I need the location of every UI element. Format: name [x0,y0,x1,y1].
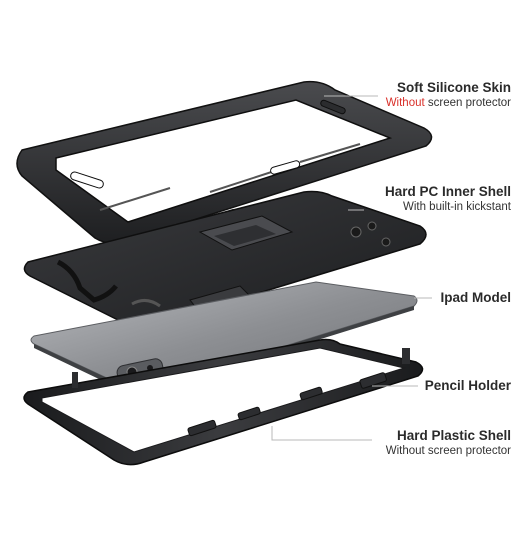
label-hard-pc-inner-shell: Hard PC Inner Shell With built-in kickst… [385,184,511,215]
subtitle-rest: screen protector [424,97,511,109]
label-ipad-model: Ipad Model [441,290,512,306]
leader-lines [271,95,432,441]
pc-inner-shell-layer [23,190,427,329]
plastic-shell-layer [23,338,424,466]
label-hard-plastic-shell: Hard Plastic Shell Without screen protec… [386,428,511,459]
label-name: Hard PC Inner Shell [384,184,511,199]
subtitle-accent: Without [385,97,425,109]
label-soft-silicone-skin: Soft Silicone Skin Without screen protec… [386,80,511,111]
label-pencil-holder: Pencil Holder [425,378,511,394]
label-name: Ipad Model [440,290,512,305]
label-name: Hard Plastic Shell [396,428,511,443]
label-subtitle: Without screen protector [386,96,511,111]
label-subtitle: Without screen protector [385,445,511,457]
label-name: Soft Silicone Skin [396,80,511,95]
label-name: Pencil Holder [424,378,511,393]
label-subtitle: With built-in kickstant [402,201,511,213]
silicone-skin-layer [16,80,433,245]
